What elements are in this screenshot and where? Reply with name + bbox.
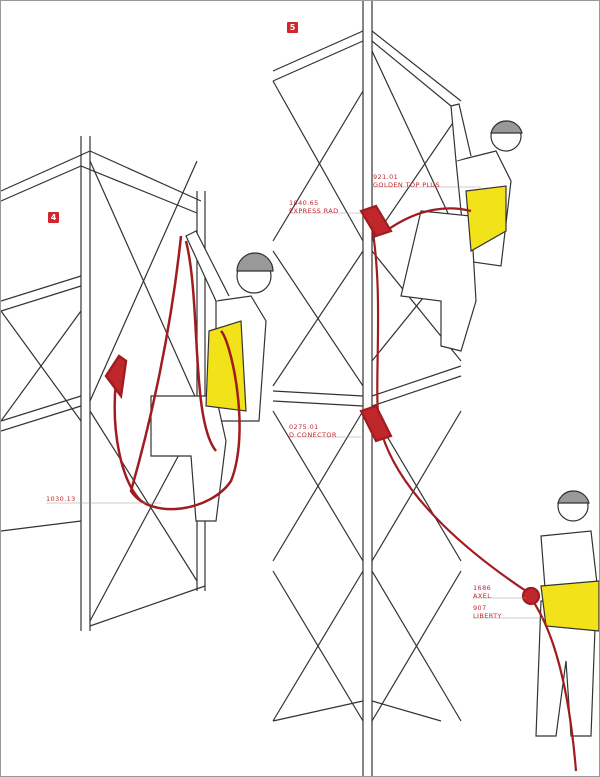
panel-4-badge: 4 (48, 212, 59, 223)
panel-5-badge: 5 (287, 22, 298, 33)
label-name: AXEL (473, 592, 492, 600)
label-name: GOLDEN TOP PLUS (373, 181, 440, 189)
climber-top (400, 103, 523, 352)
rope-right (359, 204, 578, 772)
label-express-rad: 1040.65 EXPRESS RAD (289, 199, 339, 215)
label-axel: 1686 AXEL (473, 584, 491, 600)
label-d-conector: 0275.01 D CONECTOR (289, 423, 337, 439)
label-code: 1040.65 (289, 199, 319, 207)
label-name: D CONECTOR (289, 431, 337, 439)
leader-lines (46, 186, 546, 619)
label-liberty: 907 LIBERTY (473, 604, 502, 620)
label-code: 1030.13 (46, 495, 76, 503)
label-golden-top-plus: 921.01 GOLDEN TOP PLUS (373, 173, 440, 189)
label-code: 0275.01 (289, 423, 319, 431)
label-1030-13: 1030.13 (46, 495, 76, 503)
label-code: 907 (473, 604, 487, 612)
label-code: 921.01 (373, 173, 399, 181)
tower-right (272, 1, 462, 776)
tower-left (1, 136, 206, 631)
climber-bottom (535, 490, 599, 737)
label-name: LIBERTY (473, 612, 502, 620)
climber-left (150, 230, 274, 522)
label-name: EXPRESS RAD (289, 207, 339, 215)
rope-left (104, 235, 241, 511)
label-code: 1686 (473, 584, 492, 592)
